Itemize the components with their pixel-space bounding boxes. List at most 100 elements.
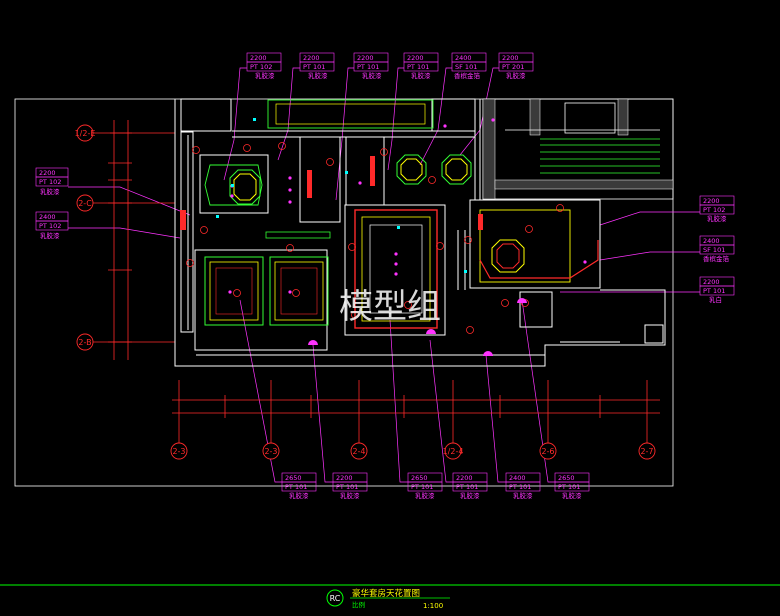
grid-label: 1/2-4 bbox=[443, 447, 464, 456]
tag-height: 2200 bbox=[703, 197, 720, 205]
grid-bubble-left: 1/2-E bbox=[75, 124, 95, 142]
tag-code: PT 101 bbox=[303, 63, 325, 71]
tag-code: PT 101 bbox=[509, 483, 531, 491]
tag-right-3: 2200 PT 101 乳白 bbox=[699, 276, 735, 304]
tag-note: 乳胶漆 bbox=[707, 214, 727, 223]
tag-bottom-3: 2650 PT 101 乳胶漆 bbox=[407, 472, 443, 500]
tag-code: PT 102 bbox=[39, 178, 61, 186]
tag-code: SF 101 bbox=[455, 63, 477, 71]
plan-walls bbox=[174, 98, 666, 367]
grid-bubble-bottom: 1/2-4 bbox=[443, 442, 464, 460]
tag-top-5: 2400 SF 101 香槟金箔 bbox=[451, 52, 487, 80]
right-tags: 2200 PT 102 乳胶漆 2400 SF 101 香槟金箔 2200 PT… bbox=[699, 195, 735, 304]
tag-note: 香槟金箔 bbox=[703, 254, 730, 263]
tag-height: 2200 bbox=[357, 54, 374, 62]
grid-bubble-bottom: 2-4 bbox=[350, 442, 368, 460]
grid-label: 2-7 bbox=[640, 447, 653, 456]
watermark: 模型组 bbox=[339, 287, 441, 327]
grid-bubble-bottom: 2-7 bbox=[638, 442, 656, 460]
tag-code: PT 102 bbox=[250, 63, 272, 71]
tag-code: PT 101 bbox=[411, 483, 433, 491]
drawing-title: 豪华套房天花置图 bbox=[352, 588, 420, 599]
rc-symbol bbox=[326, 589, 344, 607]
scale-label: 比例 bbox=[352, 600, 365, 609]
tag-note: 香槟金箔 bbox=[454, 71, 481, 80]
tag-code: PT 102 bbox=[39, 222, 61, 230]
tag-note: 乳胶漆 bbox=[460, 491, 480, 500]
tag-bottom-5: 2400 PT 101 乳胶漆 bbox=[505, 472, 541, 500]
tag-code: PT 101 bbox=[703, 287, 725, 295]
grid-bubbles-bottom: 2-3 2-3 2-4 1/2-4 2-6 2-7 bbox=[170, 442, 656, 460]
tag-height: 2200 bbox=[407, 54, 424, 62]
tag-height: 2400 bbox=[39, 213, 56, 221]
grid-bubble-bottom: 2-6 bbox=[539, 442, 557, 460]
light-fixtures bbox=[180, 118, 587, 356]
tag-code: SF 101 bbox=[703, 246, 725, 254]
tag-top-1: 2200 PT 102 乳胶漆 bbox=[246, 52, 282, 80]
tag-code: PT 102 bbox=[703, 206, 725, 214]
grid-bubble-bottom: 2-3 bbox=[170, 442, 188, 460]
tag-top-2: 2200 PT 101 乳胶漆 bbox=[299, 52, 335, 80]
tag-left-1: 2200 PT 102 乳胶漆 bbox=[35, 167, 69, 196]
grid-label: 2-C bbox=[78, 199, 92, 208]
tag-bottom-2: 2200 PT 101 乳胶漆 bbox=[332, 472, 368, 500]
tag-note: 乳胶漆 bbox=[506, 71, 526, 80]
tag-note: 乳胶漆 bbox=[340, 491, 360, 500]
tag-height: 2400 bbox=[455, 54, 472, 62]
tag-code: PT 101 bbox=[456, 483, 478, 491]
tag-height: 2650 bbox=[411, 474, 428, 482]
tag-height: 2200 bbox=[39, 169, 56, 177]
tag-note: 乳胶漆 bbox=[40, 187, 60, 196]
tag-note: 乳白 bbox=[709, 295, 722, 304]
tag-height: 2200 bbox=[336, 474, 353, 482]
tag-note: 乳胶漆 bbox=[289, 491, 309, 500]
grid-bubble-bottom: 2-3 bbox=[262, 442, 280, 460]
stair-area bbox=[482, 98, 674, 200]
tag-note: 乳胶漆 bbox=[513, 491, 533, 500]
leader-lines bbox=[68, 67, 700, 483]
tag-code: PT 201 bbox=[502, 63, 524, 71]
grid-label: 2-4 bbox=[352, 447, 365, 456]
grid-label: 2-6 bbox=[541, 447, 554, 456]
tag-note: 乳胶漆 bbox=[415, 491, 435, 500]
tag-note: 乳胶漆 bbox=[362, 71, 382, 80]
scale-value: 1:100 bbox=[423, 602, 443, 610]
tag-note: 乳胶漆 bbox=[308, 71, 328, 80]
ceiling-coffers bbox=[204, 99, 599, 329]
tag-bottom-1: 2650 PT 101 乳胶漆 bbox=[281, 472, 317, 500]
tag-bottom-6: 2650 PT 101 乳胶漆 bbox=[554, 472, 590, 500]
tag-height: 2200 bbox=[456, 474, 473, 482]
tag-code: PT 101 bbox=[357, 63, 379, 71]
grid-label: 2-3 bbox=[172, 447, 185, 456]
tag-note: 乳胶漆 bbox=[562, 491, 582, 500]
left-tags: 2200 PT 102 乳胶漆 2400 PT 102 乳胶漆 bbox=[35, 167, 69, 240]
left-dimension-lines bbox=[93, 120, 175, 360]
tag-top-6: 2200 PT 201 乳胶漆 bbox=[498, 52, 534, 80]
grid-label: 2-B bbox=[78, 338, 91, 347]
rc-symbol-text: RC bbox=[330, 594, 341, 603]
tag-height: 2200 bbox=[303, 54, 320, 62]
tag-right-1: 2200 PT 102 乳胶漆 bbox=[699, 195, 735, 223]
tag-height: 2200 bbox=[502, 54, 519, 62]
tag-height: 2650 bbox=[285, 474, 302, 482]
tag-note: 乳胶漆 bbox=[40, 231, 60, 240]
bottom-dimension-lines bbox=[172, 380, 660, 443]
tag-code: PT 101 bbox=[336, 483, 358, 491]
tag-top-3: 2200 PT 101 乳胶漆 bbox=[353, 52, 389, 80]
tag-code: PT 101 bbox=[407, 63, 429, 71]
tag-bottom-4: 2200 PT 101 乳胶漆 bbox=[452, 472, 488, 500]
tag-code: PT 101 bbox=[558, 483, 580, 491]
grid-label: 2-3 bbox=[264, 447, 277, 456]
grid-bubble-left: 2-B bbox=[76, 333, 94, 351]
tag-height: 2650 bbox=[558, 474, 575, 482]
tag-height: 2400 bbox=[509, 474, 526, 482]
grid-bubbles-left: 1/2-E 2-C 2-B bbox=[75, 124, 95, 351]
tag-height: 2200 bbox=[703, 278, 720, 286]
grid-bubble-left: 2-C bbox=[76, 194, 94, 212]
tag-height: 2400 bbox=[703, 237, 720, 245]
octagon-lights bbox=[229, 154, 525, 273]
tag-note: 乳胶漆 bbox=[411, 71, 431, 80]
tag-left-2: 2400 PT 102 乳胶漆 bbox=[35, 211, 69, 240]
tag-code: PT 101 bbox=[285, 483, 307, 491]
sheet-frame bbox=[14, 98, 674, 487]
